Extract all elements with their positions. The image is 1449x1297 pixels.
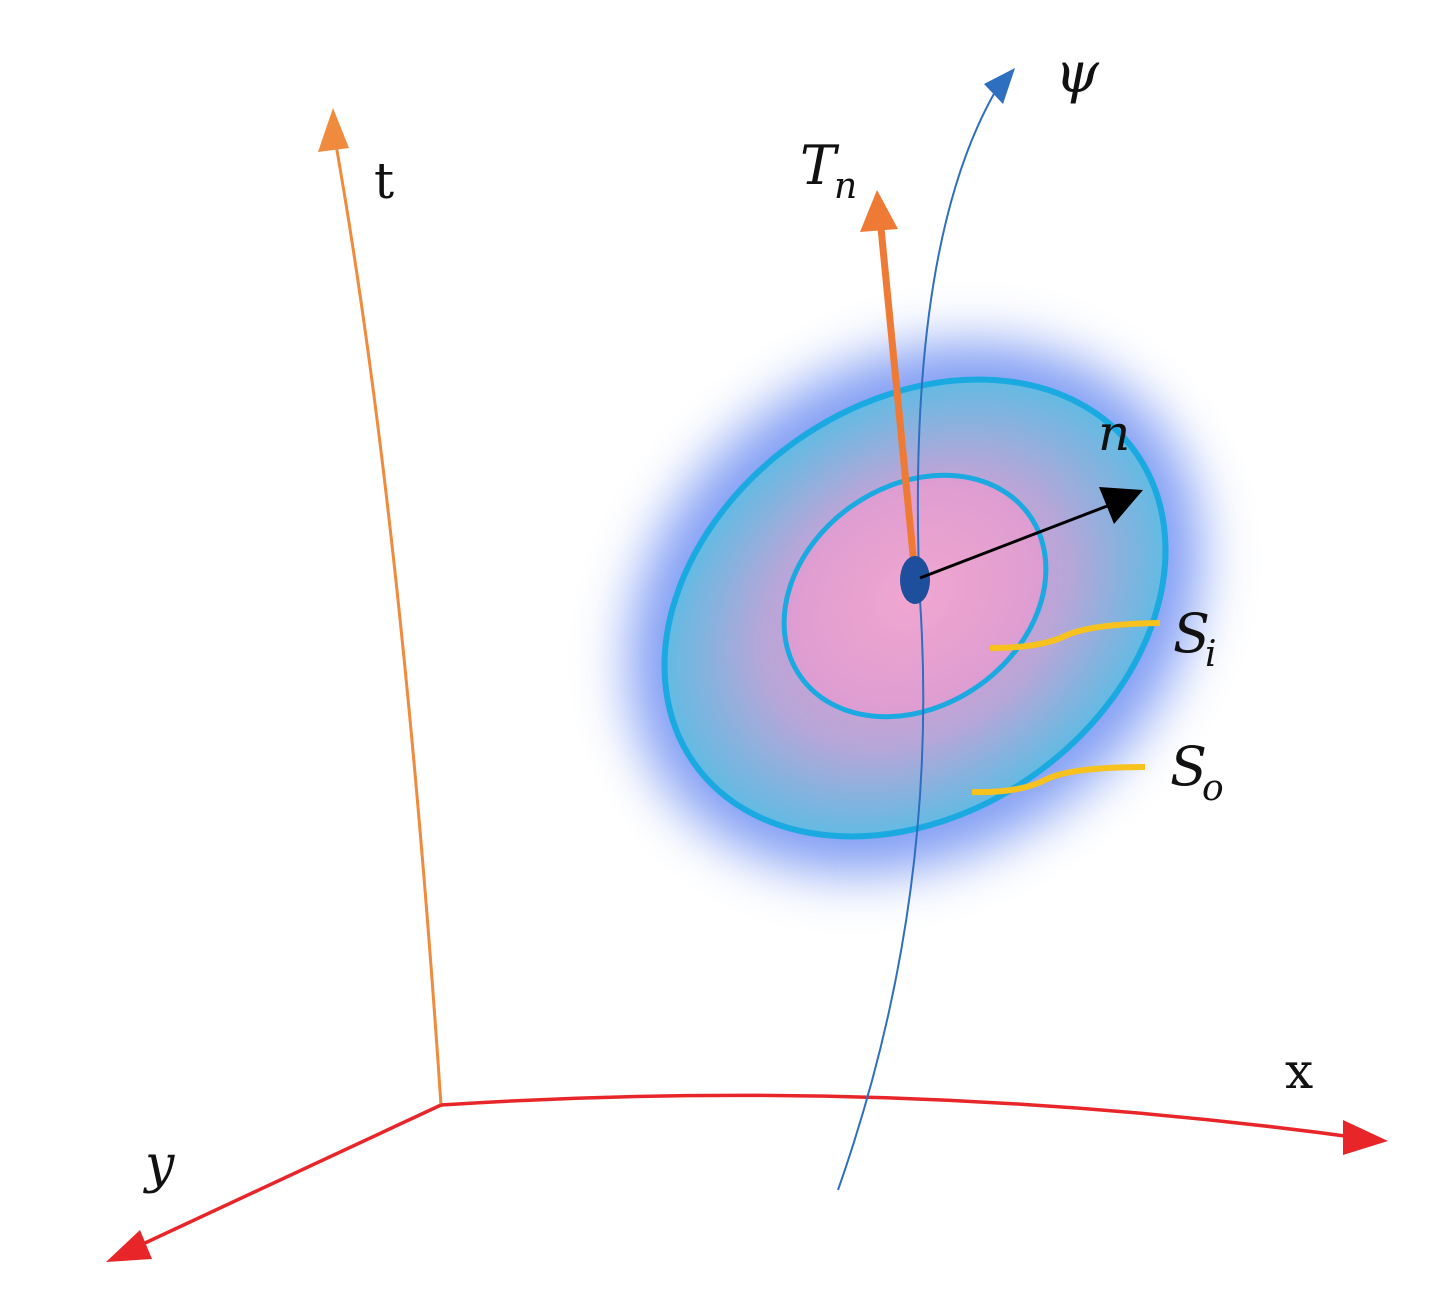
si-label-subscript: i (1205, 634, 1217, 675)
tn-label-main: T (800, 134, 840, 197)
psi-label: ψ (1055, 41, 1100, 106)
x-axis-label: x (1285, 1042, 1313, 1100)
n-vector-arrowhead (1099, 487, 1143, 524)
y-axis-label: y (143, 1135, 175, 1195)
si-leader-line (989, 620, 1161, 651)
si-label: S i (1173, 602, 1217, 675)
so-leader-line (971, 764, 1146, 796)
psi-curve-arrowhead (984, 68, 1015, 104)
y-axis (106, 1103, 442, 1262)
so-label-main: S (1170, 735, 1207, 798)
tn-label: T n (800, 134, 857, 207)
x-axis (440, 1093, 1388, 1155)
x-axis-arrowhead (1343, 1120, 1388, 1155)
n-label: n (1098, 404, 1130, 462)
si-label-main: S (1173, 602, 1210, 665)
tn-vector-arrowhead (860, 190, 898, 232)
tn-vector (860, 190, 919, 579)
tn-label-subscript: n (834, 166, 857, 207)
so-label: S o (1170, 735, 1224, 809)
center-point (900, 556, 930, 604)
t-axis-arrowhead (318, 108, 349, 152)
n-vector (919, 487, 1143, 580)
y-axis-arrowhead (106, 1230, 152, 1262)
t-axis (318, 108, 443, 1106)
t-axis-label: t (374, 152, 394, 210)
so-label-subscript: o (1202, 768, 1224, 809)
